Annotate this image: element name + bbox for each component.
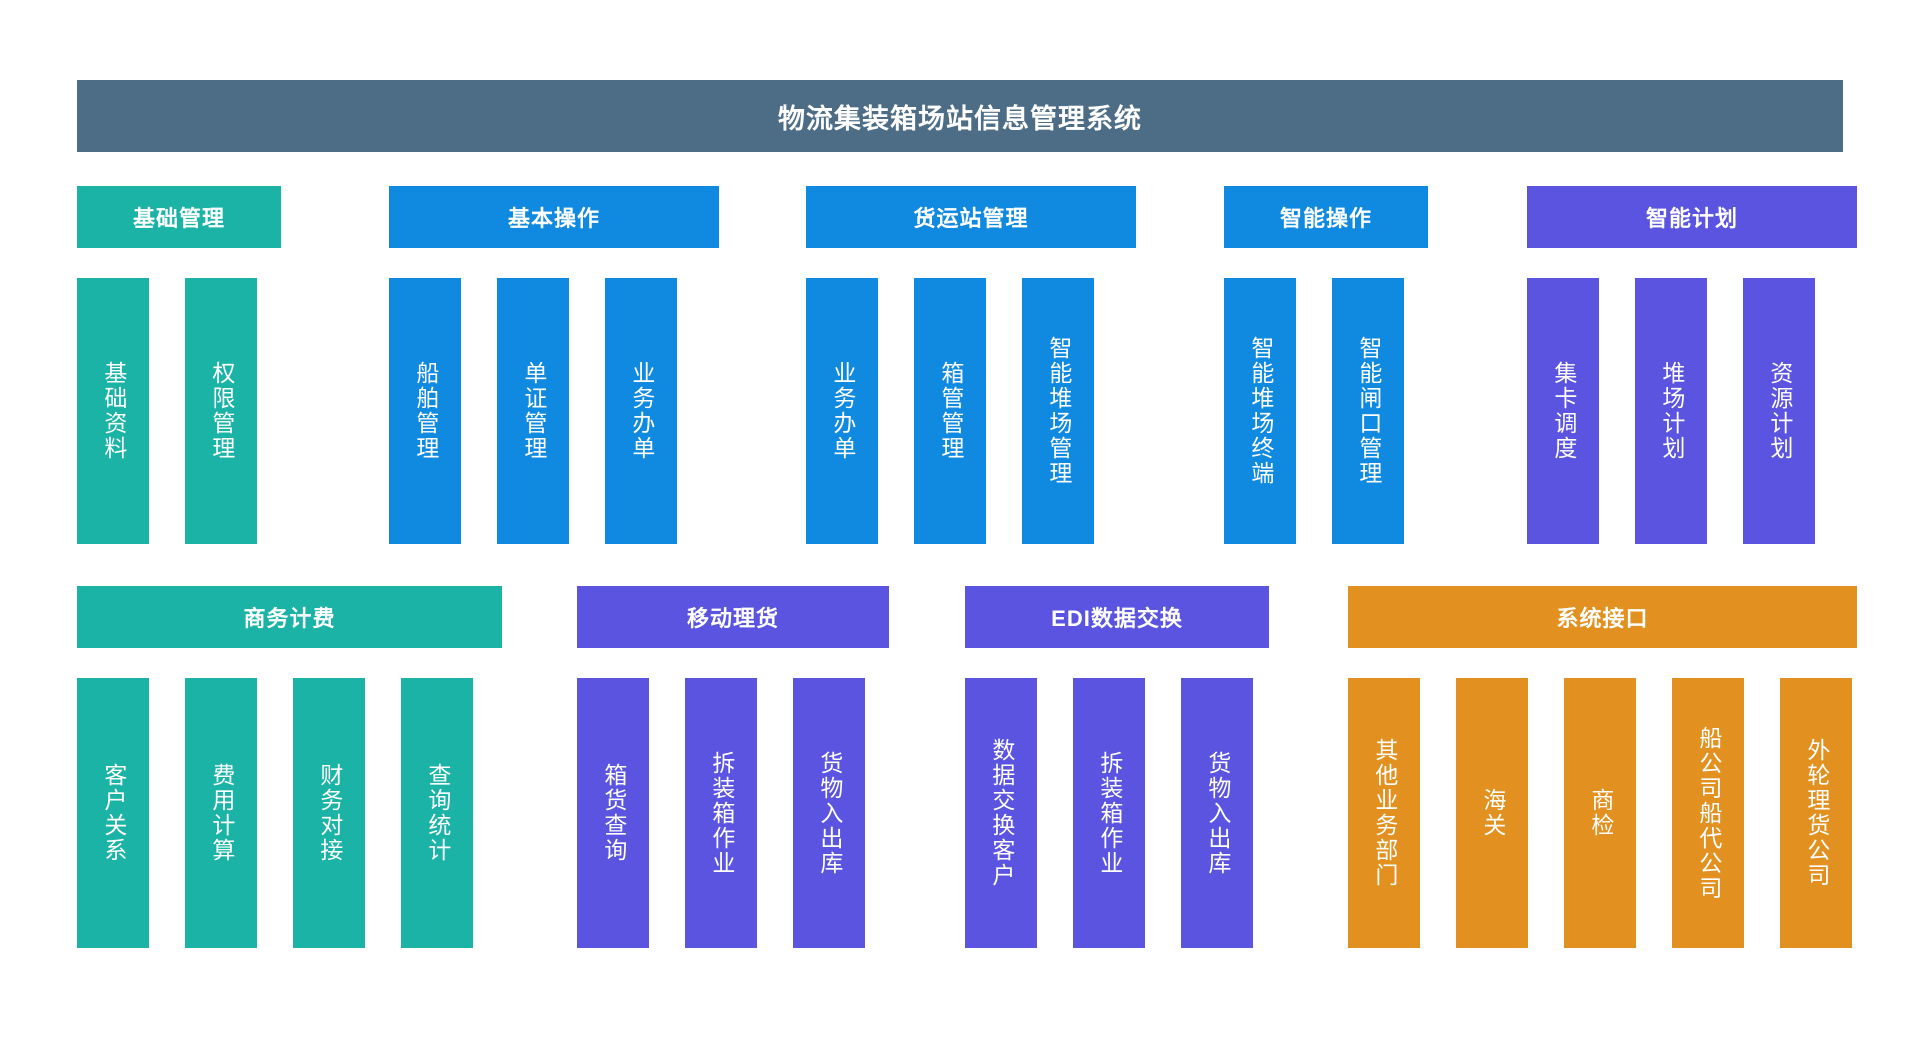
module-item-智能闸口管理[interactable]: 智能闸口管理	[1332, 278, 1404, 544]
module-item-拆装箱作业[interactable]: 拆装箱作业	[685, 678, 757, 948]
module-group-智能计划: 智能计划集卡调度 堆场计划 资源计划	[1527, 186, 1857, 544]
module-group-系统接口: 系统接口其他业务部门 海关 商检 船公司船代公司 外轮理货公司	[1348, 586, 1857, 948]
module-item-客户关系[interactable]: 客户关系	[77, 678, 149, 948]
module-item-基础资料[interactable]: 基础资料	[77, 278, 149, 544]
module-item-货物入出库[interactable]: 货物入出库	[1181, 678, 1253, 948]
group-header-商务计费[interactable]: 商务计费	[77, 586, 502, 648]
module-item-label: 智能堆场终端	[1247, 336, 1274, 486]
module-item-智能堆场管理[interactable]: 智能堆场管理	[1022, 278, 1094, 544]
module-item-label: 货物入出库	[1204, 750, 1231, 876]
module-item-label: 单证管理	[520, 361, 547, 461]
module-item-商检[interactable]: 商检	[1564, 678, 1636, 948]
module-item-label: 外轮理货公司	[1803, 738, 1830, 888]
module-item-海关[interactable]: 海关	[1456, 678, 1528, 948]
module-item-智能堆场终端[interactable]: 智能堆场终端	[1224, 278, 1296, 544]
module-item-外轮理货公司[interactable]: 外轮理货公司	[1780, 678, 1852, 948]
module-item-费用计算[interactable]: 费用计算	[185, 678, 257, 948]
module-item-label: 财务对接	[316, 763, 343, 863]
module-item-label: 查询统计	[424, 763, 451, 863]
module-group-货运站管理: 货运站管理业务办单 箱管管理 智能堆场管理	[806, 186, 1136, 544]
module-group-移动理货: 移动理货箱货查询 拆装箱作业 货物入出库	[577, 586, 889, 948]
module-item-label: 资源计划	[1766, 361, 1793, 461]
page-title: 物流集装箱场站信息管理系统	[778, 103, 1142, 134]
module-item-label: 费用计算	[208, 763, 235, 863]
module-item-label: 数据交换客户	[988, 738, 1015, 888]
module-item-label: 货物入出库	[816, 750, 843, 876]
group-columns: 智能堆场终端 智能闸口管理	[1224, 278, 1404, 544]
module-item-label: 业务办单	[829, 361, 856, 461]
module-group-基础管理: 基础管理基础资料 权限管理	[77, 186, 281, 544]
module-item-单证管理[interactable]: 单证管理	[497, 278, 569, 544]
module-item-资源计划[interactable]: 资源计划	[1743, 278, 1815, 544]
module-item-其他业务部门[interactable]: 其他业务部门	[1348, 678, 1420, 948]
module-row-1: 基础管理基础资料 权限管理 基本操作船舶管理 单证管理 业务办单 货运站管理业务办单 箱管管…	[0, 186, 1920, 546]
module-item-箱货查询[interactable]: 箱货查询	[577, 678, 649, 948]
module-item-货物入出库[interactable]: 货物入出库	[793, 678, 865, 948]
module-item-业务办单[interactable]: 业务办单	[605, 278, 677, 544]
module-item-堆场计划[interactable]: 堆场计划	[1635, 278, 1707, 544]
module-item-数据交换客户[interactable]: 数据交换客户	[965, 678, 1037, 948]
module-group-智能操作: 智能操作智能堆场终端 智能闸口管理	[1224, 186, 1428, 544]
group-columns: 箱货查询 拆装箱作业 货物入出库	[577, 678, 865, 948]
module-item-业务办单[interactable]: 业务办单	[806, 278, 878, 544]
group-header-系统接口[interactable]: 系统接口	[1348, 586, 1857, 648]
group-header-EDI数据交换[interactable]: EDI数据交换	[965, 586, 1269, 648]
module-item-集卡调度[interactable]: 集卡调度	[1527, 278, 1599, 544]
module-group-EDI数据交换: EDI数据交换数据交换客户 拆装箱作业 货物入出库	[965, 586, 1269, 948]
group-header-基础管理[interactable]: 基础管理	[77, 186, 281, 248]
module-item-label: 业务办单	[628, 361, 655, 461]
module-item-label: 客户关系	[100, 763, 127, 863]
group-columns: 集卡调度 堆场计划 资源计划	[1527, 278, 1815, 544]
module-item-查询统计[interactable]: 查询统计	[401, 678, 473, 948]
group-columns: 基础资料 权限管理	[77, 278, 257, 544]
module-item-label: 集卡调度	[1550, 361, 1577, 461]
group-columns: 数据交换客户 拆装箱作业 货物入出库	[965, 678, 1253, 948]
module-group-基本操作: 基本操作船舶管理 单证管理 业务办单	[389, 186, 719, 544]
group-columns: 其他业务部门 海关 商检 船公司船代公司 外轮理货公司	[1348, 678, 1852, 948]
module-item-财务对接[interactable]: 财务对接	[293, 678, 365, 948]
module-item-label: 箱管管理	[937, 361, 964, 461]
module-item-拆装箱作业[interactable]: 拆装箱作业	[1073, 678, 1145, 948]
module-item-label: 海关	[1479, 788, 1506, 838]
module-item-label: 基础资料	[100, 361, 127, 461]
group-columns: 船舶管理 单证管理 业务办单	[389, 278, 677, 544]
group-header-智能计划[interactable]: 智能计划	[1527, 186, 1857, 248]
module-item-label: 其他业务部门	[1371, 738, 1398, 888]
module-item-权限管理[interactable]: 权限管理	[185, 278, 257, 544]
group-columns: 客户关系 费用计算 财务对接 查询统计	[77, 678, 473, 948]
system-title-bar: 物流集装箱场站信息管理系统	[77, 80, 1843, 152]
group-header-基本操作[interactable]: 基本操作	[389, 186, 719, 248]
group-header-货运站管理[interactable]: 货运站管理	[806, 186, 1136, 248]
module-item-船舶管理[interactable]: 船舶管理	[389, 278, 461, 544]
module-item-箱管管理[interactable]: 箱管管理	[914, 278, 986, 544]
group-header-智能操作[interactable]: 智能操作	[1224, 186, 1428, 248]
module-item-label: 船舶管理	[412, 361, 439, 461]
module-item-label: 拆装箱作业	[1096, 750, 1123, 876]
module-item-label: 箱货查询	[600, 763, 627, 863]
module-item-船公司船代公司[interactable]: 船公司船代公司	[1672, 678, 1744, 948]
module-item-label: 拆装箱作业	[708, 750, 735, 876]
group-header-移动理货[interactable]: 移动理货	[577, 586, 889, 648]
module-item-label: 船公司船代公司	[1695, 725, 1722, 901]
module-item-label: 商检	[1587, 788, 1614, 838]
module-item-label: 智能堆场管理	[1045, 336, 1072, 486]
module-group-商务计费: 商务计费客户关系 费用计算 财务对接 查询统计	[77, 586, 502, 948]
module-item-label: 权限管理	[208, 361, 235, 461]
module-item-label: 智能闸口管理	[1355, 336, 1382, 486]
module-item-label: 堆场计划	[1658, 361, 1685, 461]
group-columns: 业务办单 箱管管理 智能堆场管理	[806, 278, 1094, 544]
